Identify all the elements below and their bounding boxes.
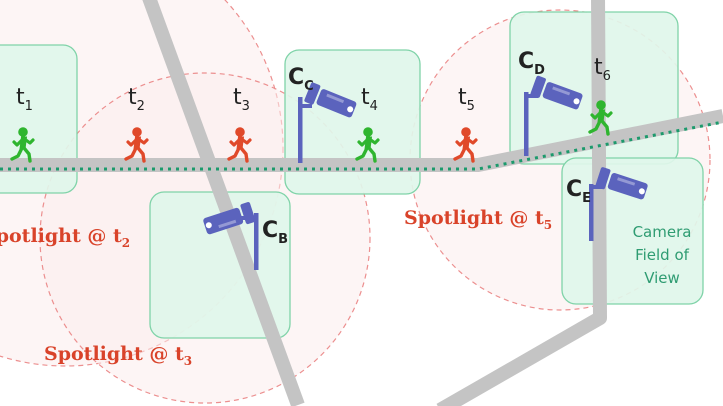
fov-label-line-3: View: [644, 269, 680, 287]
camera-cd: [524, 75, 585, 156]
time-labels: t1 t2 t3 t4 t5 t6: [16, 55, 611, 114]
camera-label-cb: CB: [262, 218, 288, 247]
time-label-t4: t4: [361, 85, 378, 114]
camera-label-cc: CC: [288, 65, 314, 94]
fov-cc: [284, 49, 421, 195]
time-label-t6: t6: [594, 55, 611, 84]
camera-label-ce: CE: [566, 177, 591, 206]
fov-label-line-2: Field of: [635, 246, 690, 264]
time-label-t3: t3: [233, 85, 250, 114]
fov-label-line-1: Camera: [633, 223, 692, 241]
road-main: [0, 109, 723, 172]
time-label-t2: t2: [128, 85, 145, 114]
camera-cb: [201, 201, 259, 270]
camera-cc: [298, 81, 359, 163]
spotlight-label-t5: Spotlight @ t5: [404, 207, 552, 232]
spotlight-label-t2: Spotlight @ t2: [0, 225, 130, 250]
spotlight-label-t3: Spotlight @ t3: [44, 343, 192, 368]
road-diagonal: [142, 0, 305, 406]
camera-labels: CB CC CD CE: [262, 49, 591, 247]
camera-ce: [589, 166, 650, 241]
time-label-t1: t1: [16, 85, 33, 114]
camera-label-cd: CD: [518, 49, 545, 78]
time-label-t5: t5: [458, 85, 475, 114]
fov-legend-label: Camera Field of View: [633, 223, 692, 287]
spotlight-labels: Spotlight @ t2 Spotlight @ t3 Spotlight …: [0, 207, 552, 368]
